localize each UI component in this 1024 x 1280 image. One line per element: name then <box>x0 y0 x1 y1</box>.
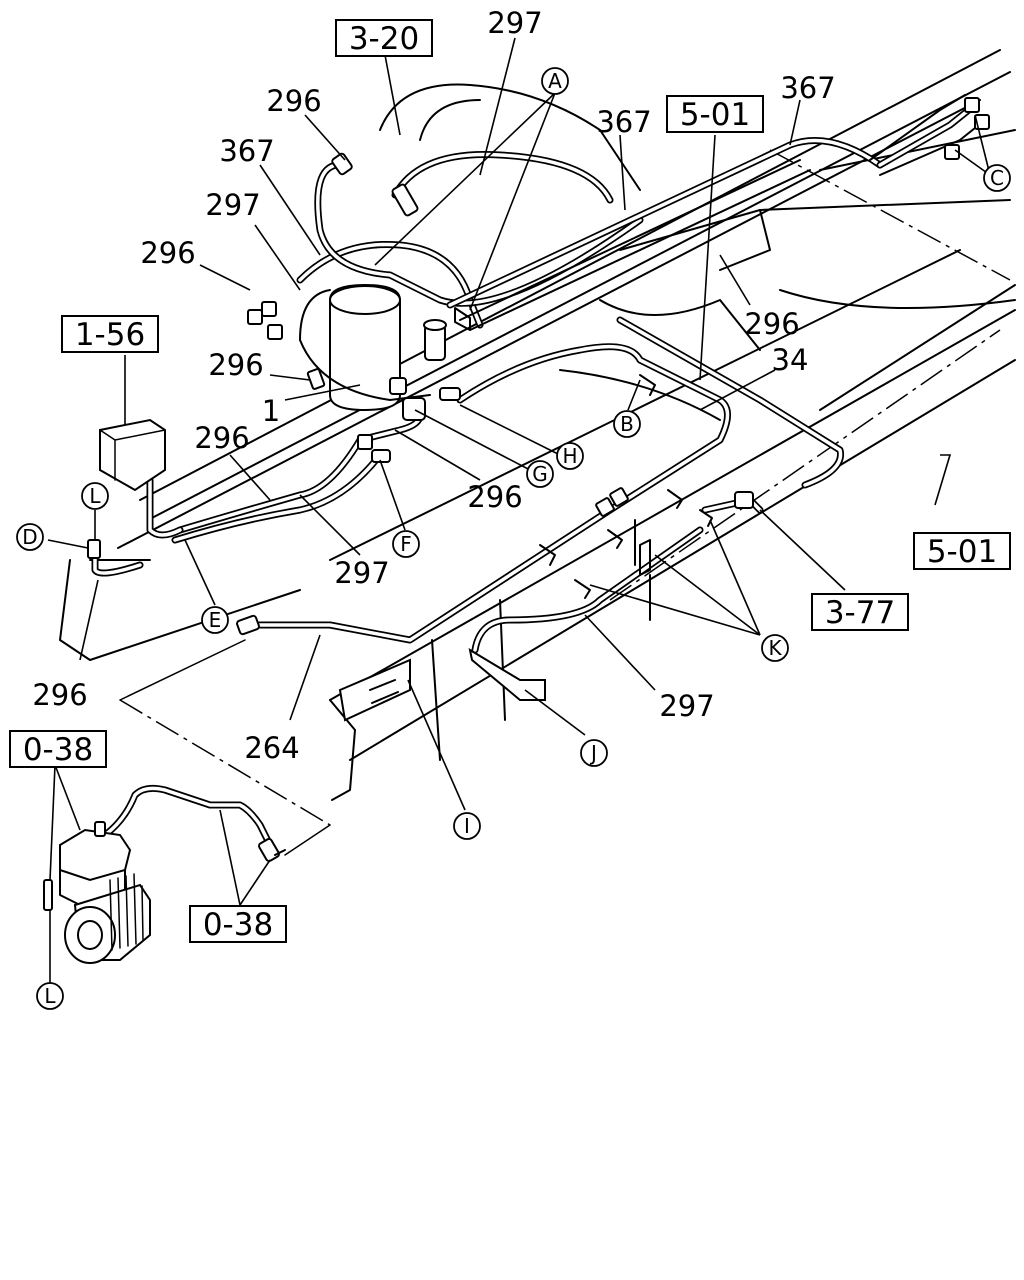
air-compressor <box>43 821 286 964</box>
svg-text:5-01: 5-01 <box>680 97 750 133</box>
callout-D: D <box>16 523 44 551</box>
ref-box-3-20: 3-20 <box>335 19 433 57</box>
part-number-367: 367 <box>596 105 651 139</box>
fittings <box>87 97 990 722</box>
part-number-296: 296 <box>744 307 799 341</box>
callout-E: E <box>201 606 229 634</box>
svg-text:E: E <box>209 608 222 632</box>
callout-L-upper: L <box>81 482 109 510</box>
svg-text:H: H <box>562 444 577 468</box>
part-number-297: 297 <box>659 689 714 723</box>
part-numbers: 297 367 296 367 367 297 296 296 34 296 1… <box>32 6 835 765</box>
part-number-296: 296 <box>208 348 263 382</box>
air-pipes <box>91 94 986 849</box>
callout-K: K <box>761 634 789 662</box>
part-number-1: 1 <box>262 394 280 428</box>
chassis-frame <box>59 49 1016 801</box>
svg-text:K: K <box>768 636 782 660</box>
callout-J: J <box>580 739 608 767</box>
air-dryer-assembly <box>299 283 447 412</box>
leader-lines <box>47 37 991 985</box>
part-number-297: 297 <box>487 6 542 40</box>
part-number-264: 264 <box>244 731 299 765</box>
svg-text:C: C <box>990 166 1004 190</box>
part-number-297: 297 <box>205 188 260 222</box>
part-number-296: 296 <box>266 84 321 118</box>
part-number-34: 34 <box>772 343 809 377</box>
svg-text:F: F <box>400 532 412 556</box>
ref-box-0-38-left: 0-38 <box>9 730 107 768</box>
callout-H: H <box>556 442 584 470</box>
ref-box-3-77: 3-77 <box>811 593 909 631</box>
svg-text:I: I <box>464 814 470 838</box>
svg-text:1-56: 1-56 <box>75 317 145 353</box>
svg-text:D: D <box>22 525 37 549</box>
part-number-296: 296 <box>32 678 87 712</box>
part-number-367: 367 <box>780 71 835 105</box>
callout-L-lower: L <box>36 982 64 1010</box>
svg-text:0-38: 0-38 <box>23 732 93 768</box>
ref-box-0-38-bottom: 0-38 <box>189 905 287 943</box>
ref-box-1-56: 1-56 <box>61 315 159 353</box>
callout-G: G <box>526 460 554 488</box>
part-number-296: 296 <box>467 480 522 514</box>
svg-text:B: B <box>620 412 634 436</box>
callout-C: C <box>983 164 1011 192</box>
callout-B: B <box>613 410 641 438</box>
svg-text:A: A <box>548 69 562 93</box>
part-number-296: 296 <box>140 236 195 270</box>
svg-text:3-77: 3-77 <box>825 595 895 631</box>
detail-frame-lines <box>119 639 331 856</box>
svg-text:J: J <box>589 741 597 765</box>
ref-box-5-01-top: 5-01 <box>666 95 764 133</box>
svg-text:L: L <box>44 984 56 1008</box>
callout-F: F <box>392 530 420 558</box>
part-number-297: 297 <box>334 556 389 590</box>
svg-text:0-38: 0-38 <box>203 907 273 943</box>
callout-A: A <box>541 67 569 95</box>
ref-box-5-01-right: 5-01 <box>913 532 1011 570</box>
part-number-296: 296 <box>194 421 249 455</box>
svg-text:5-01: 5-01 <box>927 534 997 570</box>
svg-text:3-20: 3-20 <box>349 21 419 57</box>
callout-I: I <box>453 812 481 840</box>
part-number-367: 367 <box>219 134 274 168</box>
svg-text:G: G <box>532 462 548 486</box>
svg-text:L: L <box>89 484 101 508</box>
